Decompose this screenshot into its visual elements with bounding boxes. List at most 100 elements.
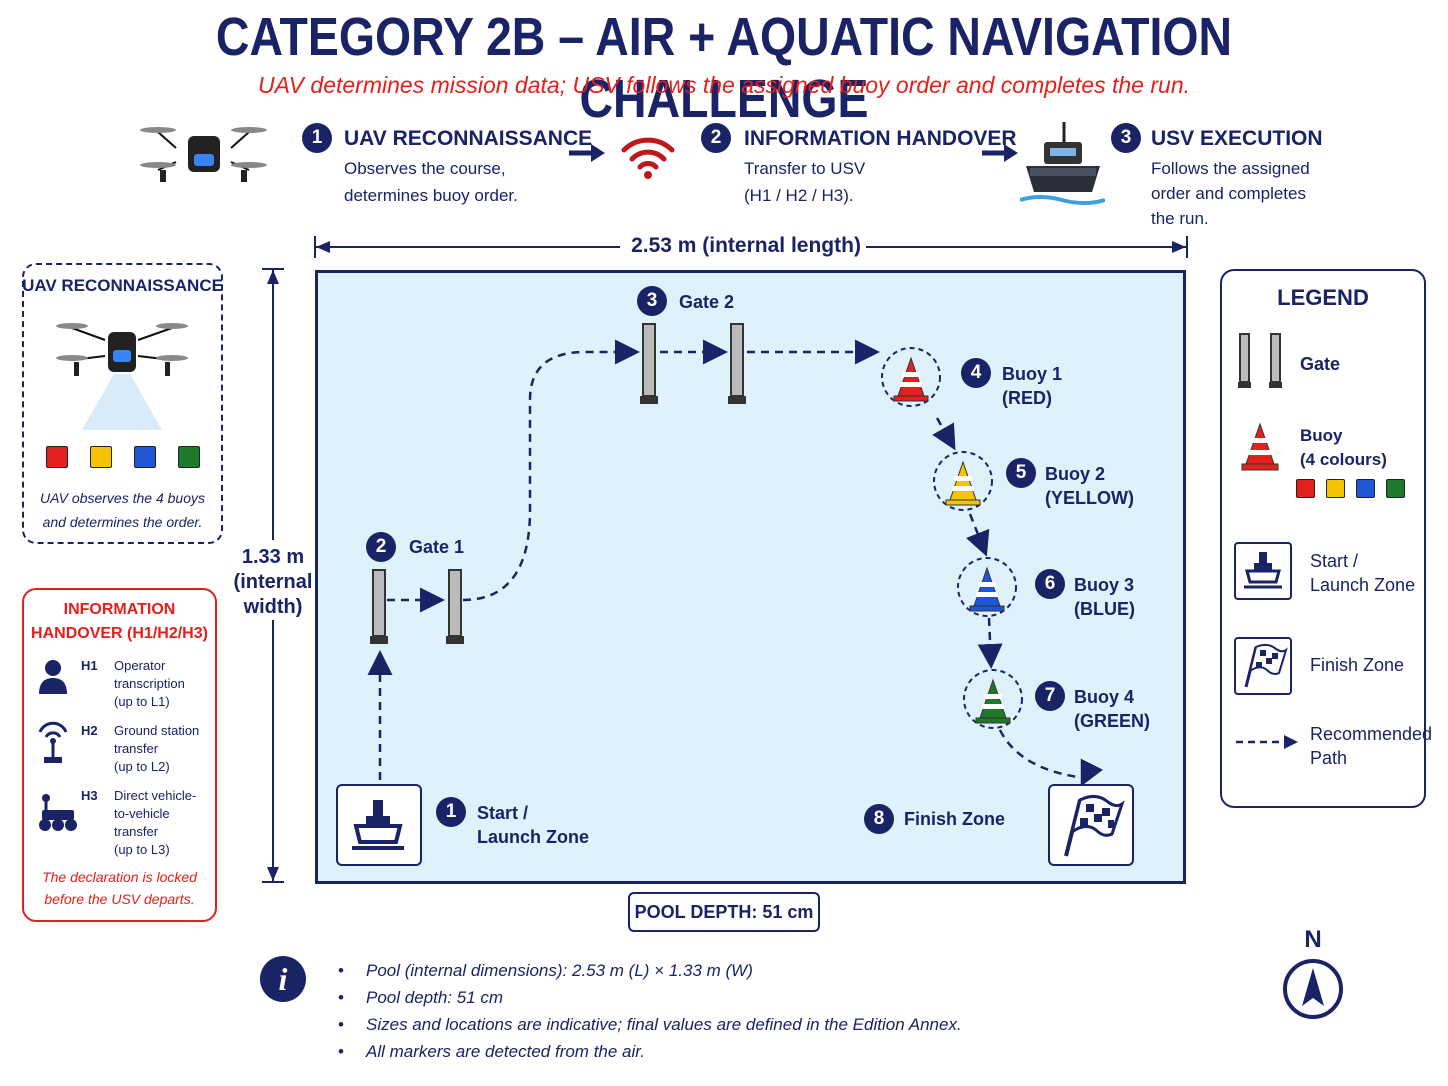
gate-icon: [1238, 333, 1282, 388]
legend-start-icon: [1234, 542, 1292, 600]
uav-panel-title: UAV RECONNAISSANCE: [22, 276, 223, 295]
buoy-3-marker: [957, 557, 1017, 617]
handover-title-line1: INFORMATION: [63, 601, 176, 618]
h3-line1: Direct vehicle-: [114, 788, 197, 803]
red-swatch: [46, 446, 68, 468]
h2-description: Ground station transfer (up to L2): [114, 722, 199, 776]
step-3-badge: 3: [1111, 123, 1141, 153]
buoy-1-marker: [881, 347, 941, 407]
buoy-4-badge: 7: [1035, 681, 1065, 711]
legend-panel: [1220, 269, 1426, 808]
boat-icon: [352, 800, 404, 850]
legend-buoy-line1: Buoy: [1300, 426, 1343, 445]
note-item: All markers are detected from the air.: [338, 1038, 962, 1065]
handover-panel-title: INFORMATION HANDOVER (H1/H2/H3): [22, 598, 217, 646]
uav-panel-note: UAV observes the 4 buoys and determines …: [22, 486, 223, 534]
legend-finish-label: Finish Zone: [1310, 655, 1405, 675]
buoy-1-badge: 4: [961, 358, 991, 388]
legend-title: LEGEND: [1277, 285, 1369, 310]
width-label-line1: 1.33 m: [241, 546, 305, 568]
step-1-desc-line2: determines buoy order.: [344, 186, 518, 205]
buoy-2-name: Buoy 2: [1045, 464, 1106, 484]
uav-note-line2: and determines the order.: [42, 514, 203, 530]
recommended-path: [367, 339, 1104, 787]
note-item: Pool depth: 51 cm: [338, 984, 962, 1011]
step-1-desc-line1: Observes the course,: [344, 159, 506, 178]
info-icon: i: [260, 956, 306, 1002]
rover-icon: [39, 794, 77, 831]
handover-note-line1: The declaration is locked: [42, 869, 197, 885]
wifi-icon: [621, 137, 675, 179]
handover-note: The declaration is locked before the USV…: [22, 866, 217, 910]
legend-start-label: Start / Launch Zone: [1310, 549, 1415, 597]
step-3-desc-line2: order and completes: [1151, 184, 1306, 203]
h3-line4: (up to L3): [114, 842, 170, 857]
start-label: Start / Launch Zone: [477, 801, 589, 849]
h2-line3: (up to L2): [114, 759, 170, 774]
legend-yellow-swatch: [1326, 479, 1345, 498]
gate-1-label: Gate 1: [409, 537, 465, 557]
h1-code: H1: [81, 658, 98, 673]
legend-path-line2: Path: [1310, 748, 1348, 768]
gate-1-badge: 2: [366, 532, 396, 562]
buoy-1-color: (RED): [1002, 388, 1052, 408]
legend-green-swatch: [1386, 479, 1405, 498]
legend-blue-swatch: [1356, 479, 1375, 498]
drone-icon: [140, 127, 267, 182]
buoy-2-marker: [933, 451, 993, 511]
legend-start-line1: Start /: [1310, 551, 1359, 571]
h3-line3: transfer: [114, 824, 159, 839]
finish-badge: 8: [864, 804, 894, 834]
dashed-arrow-icon: [1236, 735, 1298, 749]
length-label: 2.53 m (internal length): [631, 234, 861, 257]
note-item: Pool (internal dimensions): 2.53 m (L) ×…: [338, 957, 962, 984]
buoy-4-marker: [963, 669, 1023, 729]
legend-red-swatch: [1296, 479, 1315, 498]
legend-path-line1: Recommended: [1310, 724, 1433, 744]
length-dimension-line: [314, 236, 1188, 258]
h1-line2: transcription: [114, 676, 185, 691]
antenna-icon: [38, 721, 68, 763]
gate-1-marker: [370, 569, 464, 644]
arrow-right-icon: [982, 144, 1018, 162]
legend-buoy-label: Buoy (4 colours): [1300, 424, 1387, 472]
compass-north-label: N: [1304, 926, 1322, 953]
buoy-4-label: Buoy 4 (GREEN): [1074, 685, 1150, 733]
buoy-3-color: (BLUE): [1074, 599, 1135, 619]
step-2-title: INFORMATION HANDOVER: [744, 127, 1017, 150]
h2-line2: transfer: [114, 741, 159, 756]
page-title: CATEGORY 2B – AIR + AQUATIC NAVIGATION C…: [215, 7, 1233, 129]
boat-icon: [1020, 122, 1105, 205]
uav-panel: [22, 263, 223, 544]
uav-scanning-icon: [56, 323, 188, 430]
yellow-swatch: [90, 446, 112, 468]
finish-label: Finish Zone: [904, 809, 1005, 829]
legend-finish-icon: [1234, 637, 1292, 695]
start-zone-marker: [336, 784, 422, 866]
boat-icon: [1244, 552, 1282, 589]
buoy-1-name: Buoy 1: [1002, 364, 1063, 384]
start-badge: 1: [436, 797, 466, 827]
handover-note-line2: before the USV departs.: [44, 891, 195, 907]
h1-description: Operator transcription (up to L1): [114, 657, 185, 711]
person-icon: [39, 660, 67, 694]
buoy-4-color: (GREEN): [1074, 711, 1150, 731]
buoy-1-label: Buoy 1 (RED): [1002, 362, 1062, 410]
finish-zone-marker: [1048, 784, 1134, 866]
gate-2-label: Gate 2: [679, 292, 735, 312]
step-3-desc-line1: Follows the assigned: [1151, 159, 1310, 178]
buoy-3-label: Buoy 3 (BLUE): [1074, 573, 1135, 621]
h3-description: Direct vehicle- to-vehicle transfer (up …: [114, 787, 196, 859]
start-label-line1: Start /: [477, 803, 529, 823]
width-label: 1.33 m (internal width): [228, 545, 318, 620]
blue-swatch: [134, 446, 156, 468]
uav-note-line1: UAV observes the 4 buoys: [40, 490, 205, 506]
legend-start-line2: Launch Zone: [1310, 575, 1416, 595]
compass-icon: [1283, 959, 1343, 1019]
note-item: Sizes and locations are indicative; fina…: [338, 1011, 962, 1038]
page-subtitle: UAV determines mission data; USV follows…: [258, 72, 1190, 98]
buoy-4-name: Buoy 4: [1074, 687, 1135, 707]
width-label-line2: (internal: [233, 571, 313, 593]
step-1-badge: 1: [302, 123, 332, 153]
checkered-flag-icon: [1244, 643, 1288, 688]
